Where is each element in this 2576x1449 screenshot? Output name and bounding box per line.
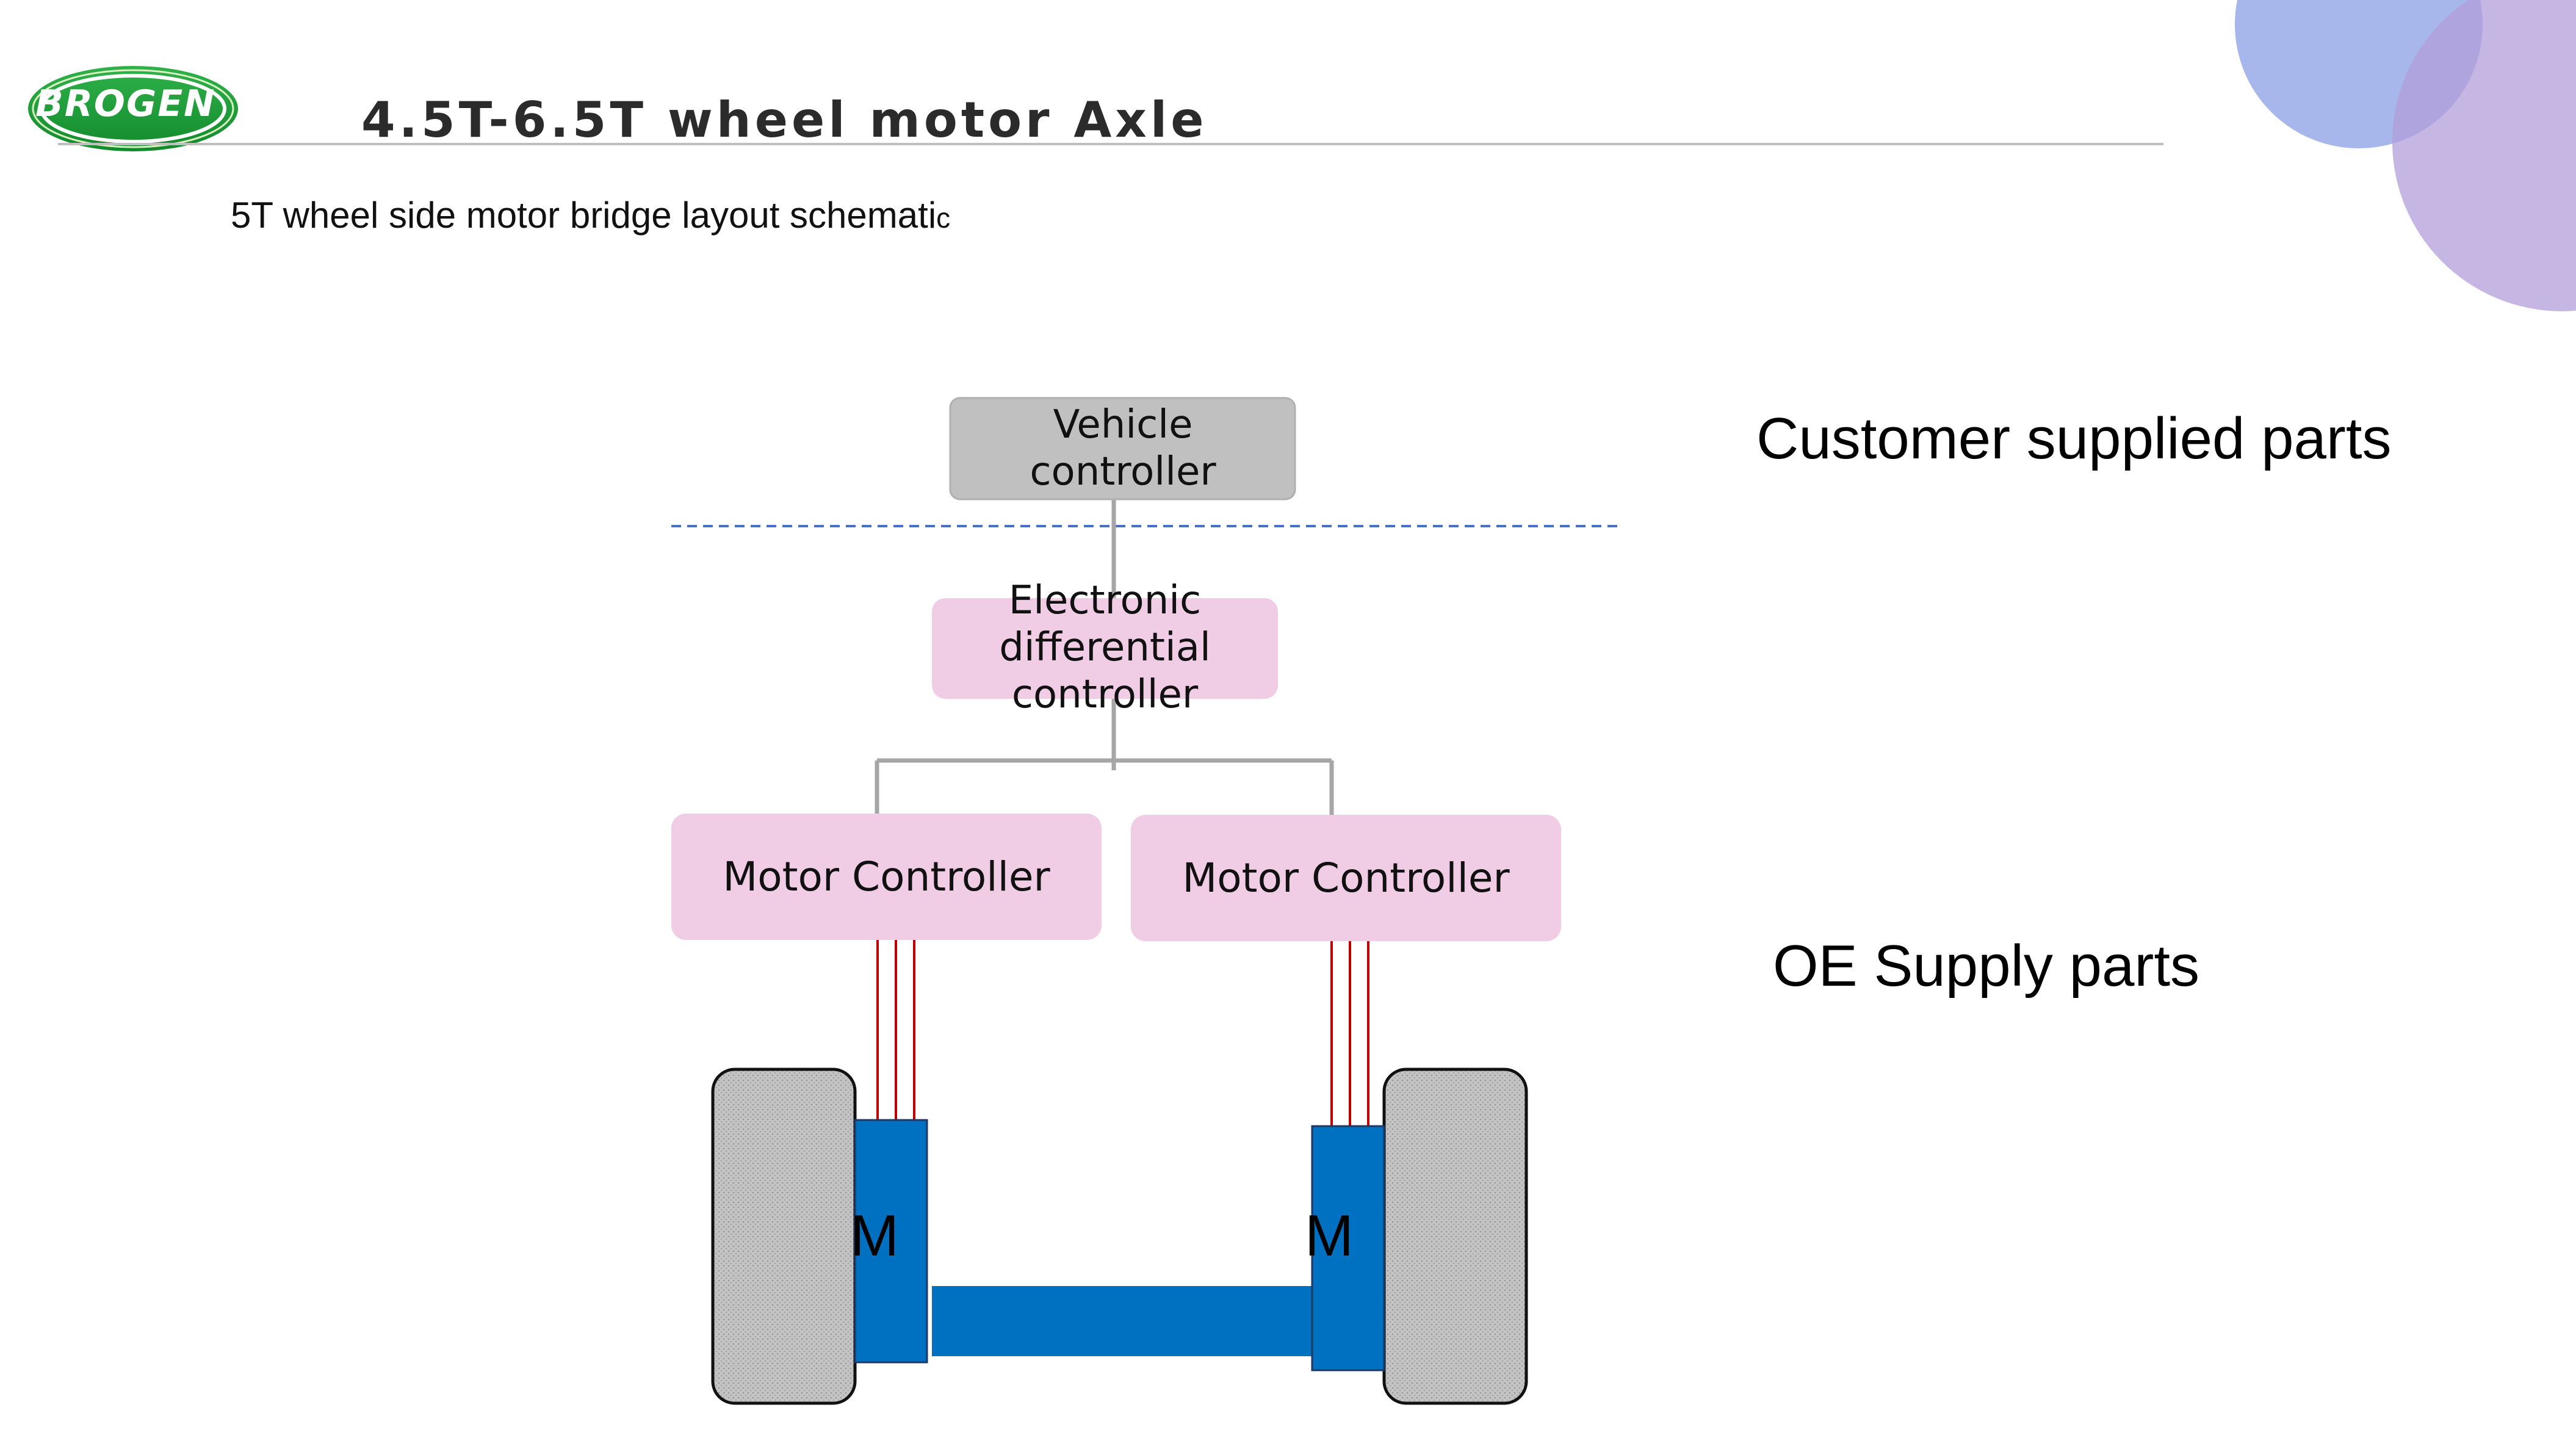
- page-title: 4.5T-6.5T wheel motor Axle: [361, 92, 1208, 148]
- edc-label-line2: differential: [999, 625, 1211, 671]
- connector-lines: [875, 499, 1334, 815]
- wheel-right: [1382, 1068, 1528, 1405]
- edc-label: Electronic differential controller: [932, 576, 1278, 720]
- edc-label-line1: Electronic: [1008, 578, 1202, 624]
- motor-left-label: M: [850, 1203, 899, 1268]
- vehicle-controller-box: [949, 397, 1296, 500]
- brogen-logo: [28, 66, 238, 151]
- edc-label-line3: controller: [1011, 671, 1199, 717]
- phase-wires-right: [1330, 941, 1369, 1126]
- subtitle-main: 5T wheel side motor bridge layout schema…: [231, 195, 937, 236]
- vehicle-controller-label: Vehicle controller: [1030, 402, 1216, 494]
- motor-right: [1311, 1125, 1385, 1371]
- customer-parts-label: Customer supplied parts: [1756, 406, 2392, 471]
- motor-right-label: M: [1305, 1203, 1354, 1268]
- oe-parts-label: OE Supply parts: [1773, 933, 2199, 999]
- motor-controller-right-box: [1131, 815, 1561, 941]
- page-subtitle: 5T wheel side motor bridge layout schema…: [231, 194, 950, 236]
- axle-beam: [932, 1286, 1313, 1356]
- motor-left: [854, 1119, 928, 1364]
- phase-wires-left: [876, 940, 915, 1120]
- subtitle-tail: c: [936, 202, 951, 234]
- edc-box: [932, 598, 1278, 699]
- logo-text: BROGEN: [35, 82, 216, 125]
- motor-controller-right-label: Motor Controller: [1182, 854, 1510, 902]
- motor-controller-left-box: [671, 814, 1102, 940]
- wheel-left: [711, 1068, 857, 1405]
- decor-circle-purple: [2392, 0, 2576, 311]
- motor-controller-left-label: Motor Controller: [723, 853, 1050, 900]
